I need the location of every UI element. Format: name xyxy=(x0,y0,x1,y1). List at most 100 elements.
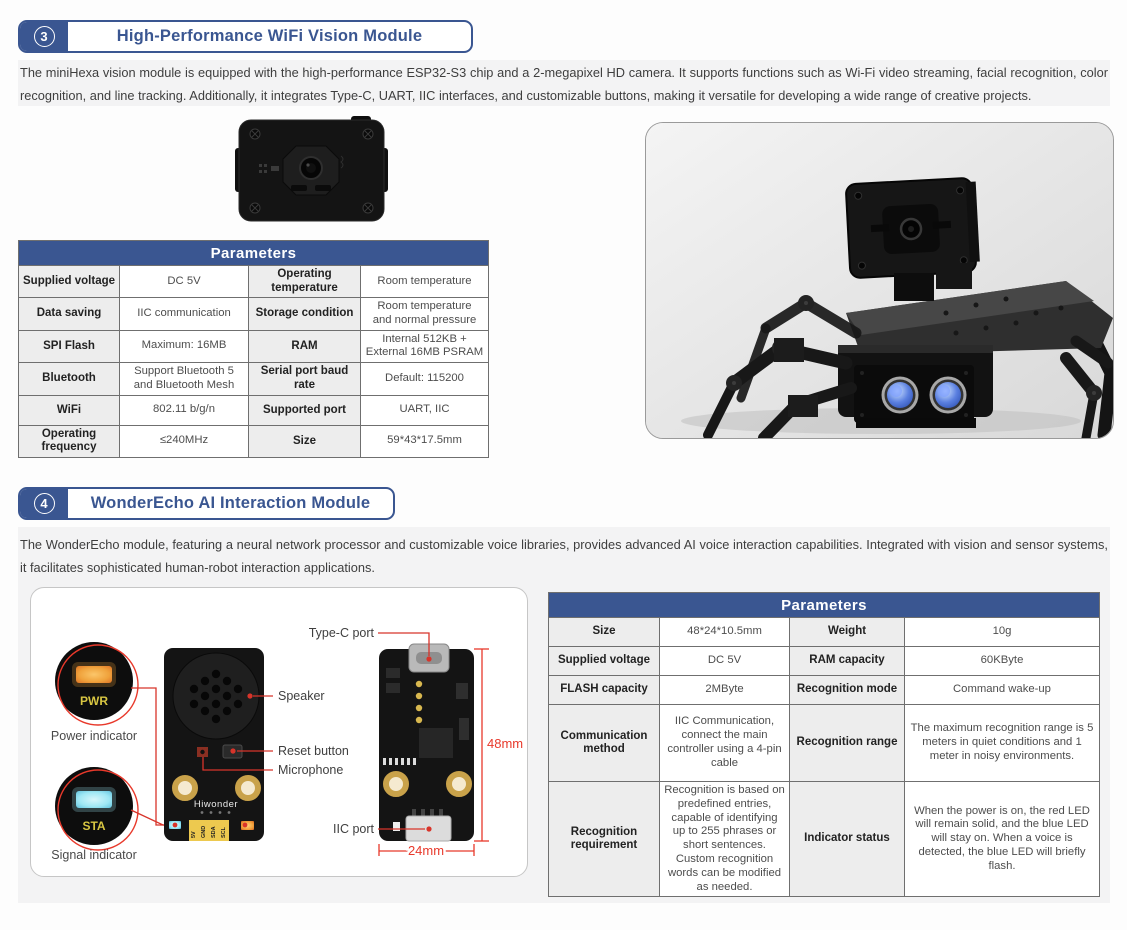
param-name: Recognition range xyxy=(789,704,904,781)
hexapod-robot-figure xyxy=(646,123,1113,438)
vision-module-figure xyxy=(235,116,388,222)
mounting-holes xyxy=(172,775,261,801)
param-value: UART, IIC xyxy=(360,394,488,425)
param-value: Room temperature and normal pressure xyxy=(360,297,488,330)
param-value: 60KByte xyxy=(904,646,1099,675)
param-value: The maximum recognition range is 5 meter… xyxy=(904,704,1099,781)
param-name: Indicator status xyxy=(789,781,904,897)
param-name: RAM capacity xyxy=(789,646,904,675)
speaker-icon xyxy=(172,652,260,740)
table-title: Parameters xyxy=(549,593,1099,617)
sta-led-icon xyxy=(76,791,112,808)
svg-text:5V: 5V xyxy=(191,831,197,838)
param-name: Bluetooth xyxy=(19,362,119,395)
param-name: Operating frequency xyxy=(19,424,119,457)
svg-text:SDA: SDA xyxy=(211,826,217,838)
signal-indicator-callout: STA xyxy=(55,767,139,851)
table-title: Parameters xyxy=(19,241,488,265)
power-indicator-callout: PWR xyxy=(55,642,139,726)
section3-description: The miniHexa vision module is equipped w… xyxy=(20,65,1108,103)
param-name: Weight xyxy=(789,617,904,646)
param-value: Internal 512KB + External 16MB PSRAM xyxy=(360,329,488,363)
iic-port-label: IIC port xyxy=(333,822,375,836)
reset-button-label: Reset button xyxy=(278,744,349,758)
param-value: When the power is on, the red LED will r… xyxy=(904,781,1099,897)
param-name: Supplied voltage xyxy=(19,265,119,297)
param-name: Recognition requirement xyxy=(549,781,659,897)
vision-module-photo xyxy=(233,116,390,225)
param-value: 10g xyxy=(904,617,1099,646)
param-value: 48*24*10.5mm xyxy=(659,617,789,646)
power-indicator-label: Power indicator xyxy=(51,729,137,743)
param-name: Recognition mode xyxy=(789,675,904,704)
section3-number-badge: 3 xyxy=(20,22,68,51)
param-name: FLASH capacity xyxy=(549,675,659,704)
param-name: SPI Flash xyxy=(19,329,119,363)
param-value: IIC communication xyxy=(119,297,248,330)
pin-labels: 5V GND SDA SCL xyxy=(191,826,227,838)
pin-label-block xyxy=(189,820,229,841)
sensor-eyes xyxy=(881,376,967,414)
servo xyxy=(788,395,818,417)
param-name: Size xyxy=(549,617,659,646)
speaker-label: Speaker xyxy=(278,689,325,703)
wonderecho-annotated-figure: PWR Power indicator STA Signal indicator xyxy=(51,626,523,862)
section4-description: The WonderEcho module, featuring a neura… xyxy=(20,537,1108,575)
height-dimension-label: 48mm xyxy=(487,736,523,751)
corner-screws xyxy=(249,128,374,214)
section3-description-band xyxy=(18,60,1110,106)
param-value: DC 5V xyxy=(119,265,248,297)
section4-header: 4 WonderEcho AI Interaction Module xyxy=(18,487,395,520)
type-c-port-label: Type-C port xyxy=(309,626,375,640)
wonderecho-back-view xyxy=(379,643,474,842)
dimension-lines xyxy=(378,648,489,856)
param-value: DC 5V xyxy=(659,646,789,675)
param-value: 802.11 b/g/n xyxy=(119,394,248,425)
param-name: Operating temperature xyxy=(248,265,360,297)
section3-title: High-Performance WiFi Vision Module xyxy=(116,27,423,45)
param-value: 59*43*17.5mm xyxy=(360,424,488,457)
part-leader-lines xyxy=(202,632,430,830)
param-name: Size xyxy=(248,424,360,457)
microphone-label: Microphone xyxy=(278,763,343,777)
param-value: Maximum: 16MB xyxy=(119,329,248,363)
width-dimension-label: 24mm xyxy=(408,843,444,858)
svg-text:SCL: SCL xyxy=(221,826,227,838)
servo xyxy=(774,338,804,362)
circled-number-icon: 4 xyxy=(33,493,55,514)
pcb-pads xyxy=(259,164,279,173)
sta-led-label: STA xyxy=(82,819,105,833)
section4-title: WonderEcho AI Interaction Module xyxy=(90,494,371,512)
param-value: Command wake-up xyxy=(904,675,1099,704)
pwr-led-icon xyxy=(76,666,112,683)
wonderecho-diagram: PWR Power indicator STA Signal indicator xyxy=(30,587,528,877)
leader-dots xyxy=(230,656,432,832)
pcb-chips xyxy=(386,668,469,758)
param-name: Data saving xyxy=(19,297,119,330)
brand-label: Hiwonder xyxy=(194,799,238,810)
param-name: WiFi xyxy=(19,394,119,425)
param-value: Default: 115200 xyxy=(360,362,488,395)
param-value: Room temperature xyxy=(360,265,488,297)
param-name: Supplied voltage xyxy=(549,646,659,675)
circled-number-icon: 3 xyxy=(33,26,55,47)
wonderecho-front-view: Hiwonder 5V GND SDA SCL xyxy=(164,648,264,841)
param-name: Supported port xyxy=(248,394,360,425)
robot-photo xyxy=(645,122,1114,439)
param-name: RAM xyxy=(248,329,360,363)
param-value: Support Bluetooth 5 and Bluetooth Mesh xyxy=(119,362,248,395)
param-name: Storage condition xyxy=(248,297,360,330)
camera-module xyxy=(845,177,980,279)
param-value: Recognition is based on predefined entri… xyxy=(659,781,789,897)
param-name: Communication method xyxy=(549,704,659,781)
param-value: IIC Communication, connect the main cont… xyxy=(659,704,789,781)
section3-header: 3 High-Performance WiFi Vision Module xyxy=(18,20,473,53)
signal-indicator-label: Signal indicator xyxy=(51,848,136,862)
section4-number-badge: 4 xyxy=(20,489,68,518)
mounting-holes xyxy=(383,771,472,797)
